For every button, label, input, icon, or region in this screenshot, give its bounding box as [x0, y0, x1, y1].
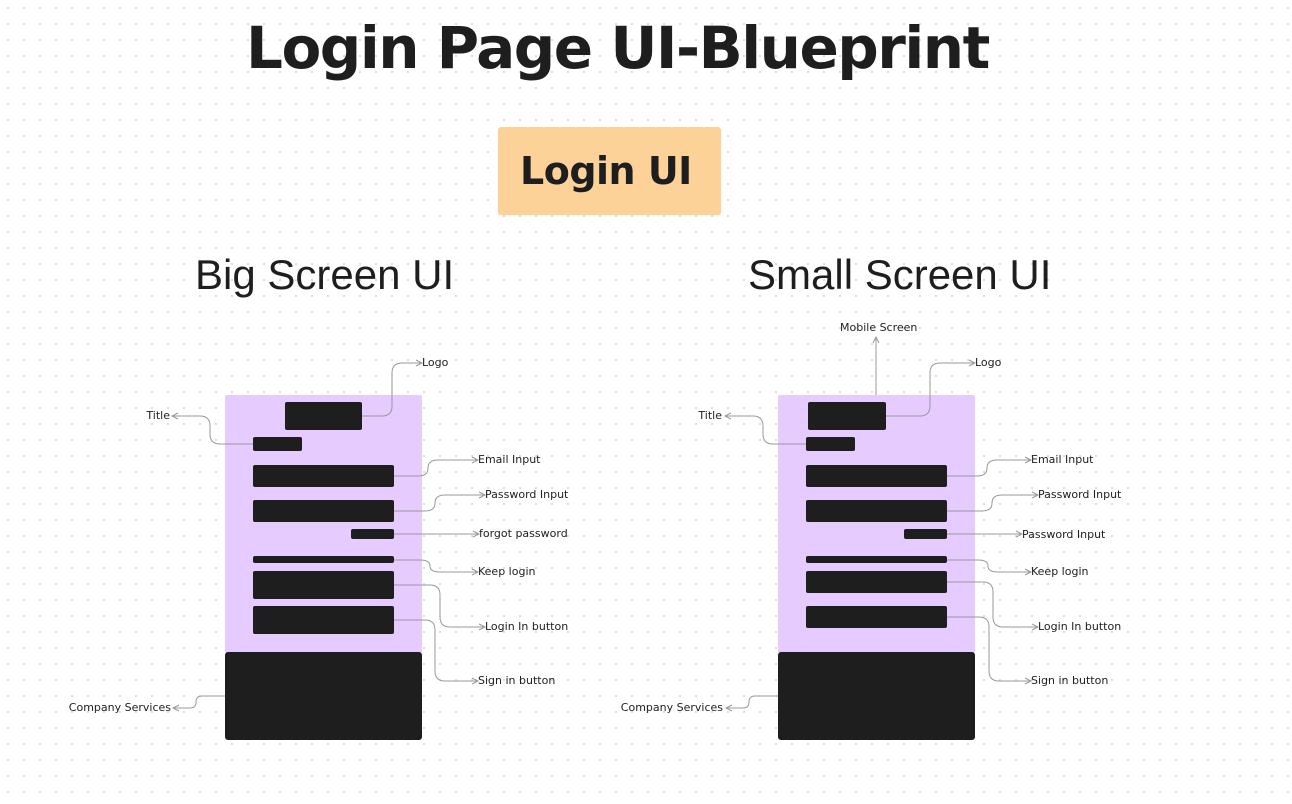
small-logo-connector — [886, 362, 975, 417]
small-signin-arrowhead — [1024, 677, 1033, 685]
big-keep-arrowhead — [471, 568, 480, 576]
big-email-connector — [394, 459, 478, 477]
small-company-services-block[interactable] — [778, 652, 975, 740]
big-logo-connector — [362, 362, 422, 417]
big-signin-button-label: Sign in button — [478, 674, 556, 687]
big-signin-arrowhead — [471, 677, 480, 685]
small-forgot-password-label: Password Input — [1022, 528, 1106, 541]
big-password-label: Password Input — [485, 488, 569, 501]
small-company-services-label: Company Services — [620, 701, 723, 714]
big-login-button-block[interactable] — [253, 571, 394, 599]
small-login-button-label: Login In button — [1038, 620, 1122, 633]
big-forgot-password-label: forgot password — [479, 527, 568, 540]
small-email-connector — [947, 459, 1031, 477]
small-password-arrowhead — [1031, 491, 1040, 499]
small-screen-connectors — [723, 335, 1040, 712]
small-email-arrowhead — [1024, 456, 1033, 464]
big-title-arrowhead — [170, 412, 179, 420]
small-keep-connector — [947, 559, 1031, 573]
small-mobile-arrowhead — [872, 335, 880, 344]
big-logo-block[interactable] — [285, 402, 362, 430]
big-login-button-label: Login In button — [485, 620, 569, 633]
small-forgot-password-block[interactable] — [904, 529, 947, 539]
big-title-block[interactable] — [253, 437, 302, 451]
small-login-button-block[interactable] — [806, 571, 947, 593]
big-password-input-block[interactable] — [253, 500, 394, 522]
big-company-services-label: Company Services — [68, 701, 171, 714]
small-password-label: Password Input — [1038, 488, 1122, 501]
sticky-note-label: Login UI — [520, 149, 692, 193]
big-email-label: Email Input — [478, 453, 541, 466]
big-title-label: Title — [146, 409, 170, 422]
small-title-connector — [725, 415, 806, 445]
small-signin-button-label: Sign in button — [1031, 674, 1109, 687]
big-company-services-block[interactable] — [225, 652, 422, 740]
big-logo-label: Logo — [422, 356, 449, 369]
small-email-input-block[interactable] — [806, 465, 947, 487]
login-ui-sticky-note[interactable]: Login UI — [498, 127, 721, 215]
big-company-arrowhead — [171, 704, 180, 712]
big-login-connector — [394, 584, 485, 628]
small-screen-heading: Small Screen UI — [748, 251, 1052, 298]
small-logo-label: Logo — [975, 356, 1002, 369]
small-company-arrowhead — [724, 704, 733, 712]
small-signin-button-block[interactable] — [806, 606, 947, 628]
big-forgot-arrowhead — [472, 530, 481, 538]
small-keep-login-block[interactable] — [806, 556, 947, 563]
big-password-arrowhead — [478, 491, 487, 499]
small-company-connector — [726, 695, 778, 709]
big-screen-heading: Big Screen UI — [195, 251, 455, 298]
big-keep-connector — [394, 559, 478, 573]
big-signin-button-block[interactable] — [253, 606, 394, 634]
small-email-label: Email Input — [1031, 453, 1094, 466]
big-keep-login-label: Keep login — [478, 565, 536, 578]
small-keep-arrowhead — [1024, 568, 1033, 576]
small-mobile-screen-label: Mobile Screen — [840, 321, 918, 334]
small-title-block[interactable] — [806, 437, 855, 451]
small-login-arrowhead — [1031, 623, 1040, 631]
big-keep-login-block[interactable] — [253, 556, 394, 563]
big-logo-arrowhead — [415, 359, 424, 367]
big-company-connector — [173, 695, 225, 709]
small-keep-login-label: Keep login — [1031, 565, 1089, 578]
big-email-arrowhead — [471, 456, 480, 464]
small-password-connector — [947, 494, 1038, 512]
big-signin-connector — [394, 619, 478, 682]
big-screen-connectors — [170, 359, 487, 712]
small-logo-block[interactable] — [808, 402, 886, 430]
big-password-connector — [394, 494, 485, 512]
small-title-arrowhead — [723, 412, 732, 420]
small-password-input-block[interactable] — [806, 500, 947, 522]
small-login-connector — [947, 581, 1038, 628]
small-logo-arrowhead — [968, 359, 977, 367]
big-title-connector — [172, 415, 253, 445]
big-email-input-block[interactable] — [253, 465, 394, 487]
small-forgot-arrowhead — [1015, 530, 1024, 538]
big-forgot-password-block[interactable] — [351, 529, 394, 539]
big-login-arrowhead — [478, 623, 487, 631]
page-title: Login Page UI-Blueprint — [246, 14, 990, 82]
small-signin-connector — [947, 616, 1031, 682]
small-title-label: Title — [698, 409, 722, 422]
